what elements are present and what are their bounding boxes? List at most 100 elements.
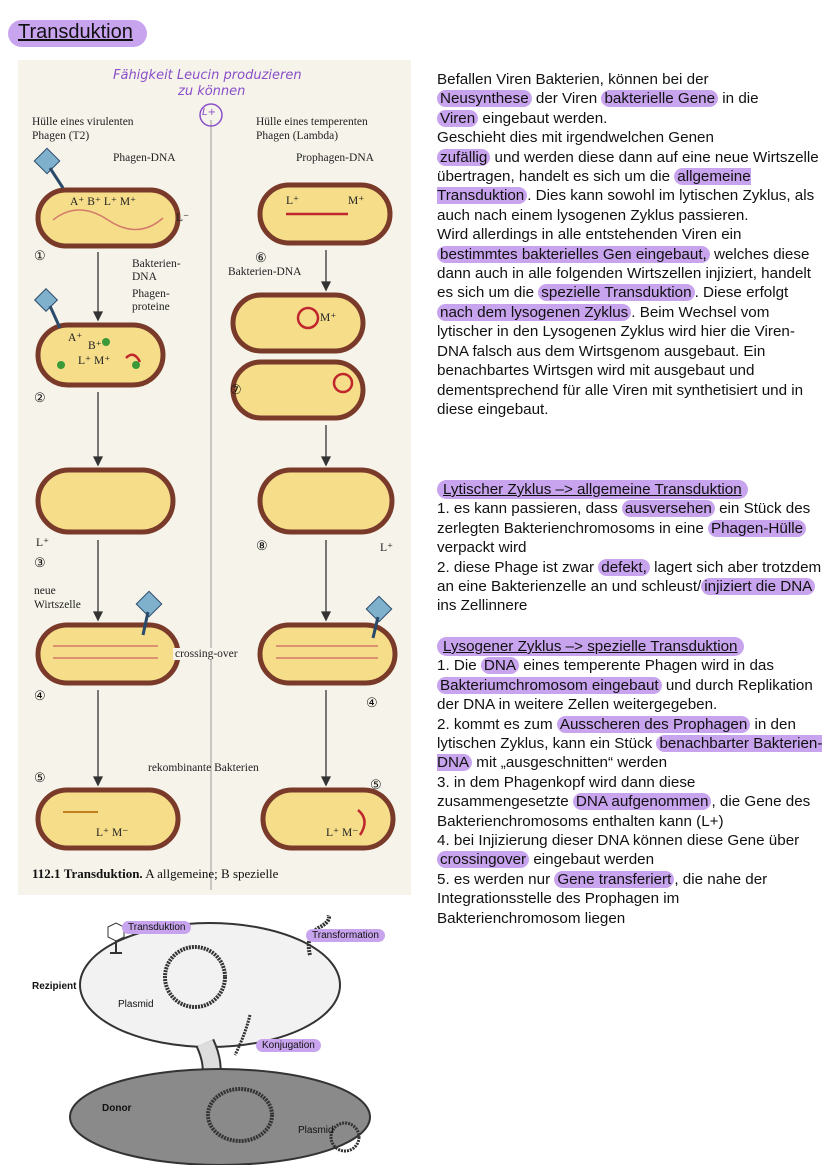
handwritten-circle-label: L+ <box>202 107 216 118</box>
text-run: Geschieht dies mit irgendwelchen Genen <box>437 129 714 147</box>
highlight: Phagen-Hülle <box>707 519 807 537</box>
highlight: Bakteriumchromosom eingebaut <box>437 676 662 694</box>
phage-icon <box>107 922 125 954</box>
highlight: DNA aufgenommen <box>572 793 712 811</box>
b-plus-label: B⁺ <box>88 340 102 352</box>
handwritten-note: Fähigkeit Leucin produzieren <box>113 68 302 83</box>
plasmid-bottom-label: Plasmid <box>298 1125 334 1136</box>
text-run: und werden diese dann auf eine neue Wirt… <box>437 148 819 186</box>
left-cell-1 <box>35 187 181 249</box>
handwritten-note-2: zu können <box>178 84 246 99</box>
highlight: Viren <box>437 109 479 127</box>
right-header: Hülle eines temperenten <box>256 116 368 128</box>
highlight: DNA <box>480 657 519 675</box>
right-cell-7b <box>230 359 366 421</box>
bakterien-dna-right-label: Bakterien-DNA <box>228 266 302 278</box>
text-run: ein Stück des zerlegten Bakterienchromos… <box>437 500 811 537</box>
text-run: eingebaut werden <box>529 851 655 869</box>
highlight: injiziert die DNA <box>701 578 816 596</box>
tag-konjugation: Konjugation <box>256 1039 321 1052</box>
text-run: Wird allerdings in alle entstehenden Vir… <box>437 226 742 244</box>
caption-num: 112.1 <box>32 866 61 881</box>
l-plus-right: L⁺ <box>380 542 394 554</box>
highlight: bakterielle Gene <box>601 90 719 108</box>
bakterien-dna-label: Bakterien- <box>132 258 181 270</box>
neue-wirtszelle-2: Wirtszelle <box>34 599 81 611</box>
text-run: welches diese dann auch in alle folgende… <box>437 245 812 302</box>
highlight: crossingover <box>437 851 530 869</box>
right-cell-7a <box>230 292 366 354</box>
bakterien-dna-label-2: DNA <box>132 271 157 283</box>
m-plus-label: M⁺ <box>320 312 337 324</box>
left-cell-4 <box>35 622 181 686</box>
text-run: Befallen Viren Bakterien, können bei der <box>437 71 709 88</box>
right-cell-6 <box>257 182 393 246</box>
step-6: ⑥ <box>255 250 267 265</box>
step-8: ⑧ <box>256 538 268 553</box>
caption-bold: Transduktion. <box>63 866 143 881</box>
text-run: ins Zellinnere <box>437 597 528 615</box>
text-run: mit „ausgeschnitten“ werden <box>472 754 668 772</box>
highlight: zufällig <box>437 148 491 166</box>
text-run: . Beim Wechsel vom lytischer in den Lyso… <box>437 303 804 418</box>
step-1: ① <box>34 248 46 263</box>
step-5-right: ⑤ <box>370 777 382 792</box>
rezipient-label: Rezipient <box>32 981 77 992</box>
genes-right-l: L⁺ <box>286 195 300 207</box>
text-run: in die <box>718 90 759 108</box>
genes-right-m: M⁺ <box>348 195 365 207</box>
paragraph-intro: Befallen Viren Bakterien, können bei der… <box>437 70 822 419</box>
step-4-right: ④ <box>366 695 378 710</box>
right-cell-5 <box>260 787 396 851</box>
text-run: der Viren <box>531 90 602 108</box>
transduction-figure: Fähigkeit Leucin produzieren zu können L… <box>18 60 411 895</box>
right-cell-8 <box>257 467 395 535</box>
text-run: 2. diese Phage ist zwar <box>437 558 599 576</box>
highlight: Neusynthese <box>437 90 532 108</box>
prophagen-dna-label: Prophagen-DNA <box>296 152 374 164</box>
right-header-2: Phagen (Lambda) <box>256 130 339 142</box>
left-cell-5 <box>35 787 181 851</box>
phagen-dna-label: Phagen-DNA <box>113 152 176 164</box>
text-run: . Diese erfolgt <box>694 284 789 302</box>
text-run: , die nahe der Integrationsstelle des Pr… <box>437 870 768 927</box>
donor-label: Donor <box>102 1103 132 1114</box>
flow-arrows <box>92 250 332 787</box>
left-header-2: Phagen (T2) <box>32 130 90 142</box>
handwritten-circle <box>199 103 223 127</box>
caption-rest: A allgemeine; B spezielle <box>145 866 279 881</box>
text-run: , die Gene des Bakterienchromosoms entha… <box>437 793 811 830</box>
highlight: bestimmtes bakterielles Gen eingebaut, <box>437 245 710 263</box>
gene-transfer-figure: Transduktion Transformation Rezipient Pl… <box>20 908 415 1166</box>
text-run: 1. es kann passieren, dass <box>437 500 622 518</box>
l-plus-left: L⁺ <box>36 537 50 549</box>
phagen-proteine-label-2: proteine <box>132 301 170 313</box>
text-run: in den lytischen Zyklus, kann ein Stück <box>437 715 796 753</box>
section-heading: Lysogener Zyklus –> spezielle Transdukti… <box>437 637 744 657</box>
text-run: eingebaut werden. <box>478 109 608 127</box>
rekombinante-label: rekombinante Bakterien <box>148 762 259 774</box>
right-cell-4 <box>257 622 398 686</box>
left-cell-2 <box>35 322 166 388</box>
l-minus-label: L⁻ <box>176 212 190 224</box>
highlight: spezielle Transduktion <box>538 284 695 302</box>
l-plus-m-minus-right: L⁺ M⁻ <box>326 827 359 839</box>
text-run: 4. bei Injizierung dieser DNA können die… <box>437 832 800 850</box>
phage-icon <box>33 147 393 639</box>
text-run: und durch Replikation der DNA in weitere… <box>437 676 813 714</box>
highlight: nach dem lysogenen Zyklus <box>437 303 632 321</box>
step-4-left: ④ <box>34 688 46 703</box>
highlight: defekt, <box>598 558 650 576</box>
step-5-left: ⑤ <box>34 770 46 785</box>
tag-transduktion: Transduktion <box>122 921 192 934</box>
crossing-over-label: crossing-over <box>173 648 240 660</box>
left-header: Hülle eines virulenten <box>32 116 134 128</box>
phagen-proteine-label: Phagen- <box>132 288 170 300</box>
text-run: eines temperente Phagen wird in das <box>518 657 774 675</box>
page-title: Transduktion <box>8 20 147 47</box>
text-run: verpackt wird <box>437 539 527 557</box>
highlight: ausversehen <box>621 500 715 518</box>
highlight: Ausscheren des Prophagen <box>556 715 751 733</box>
genes-left: A⁺ B⁺ L⁺ M⁺ <box>70 196 137 208</box>
step-2: ② <box>34 390 46 405</box>
